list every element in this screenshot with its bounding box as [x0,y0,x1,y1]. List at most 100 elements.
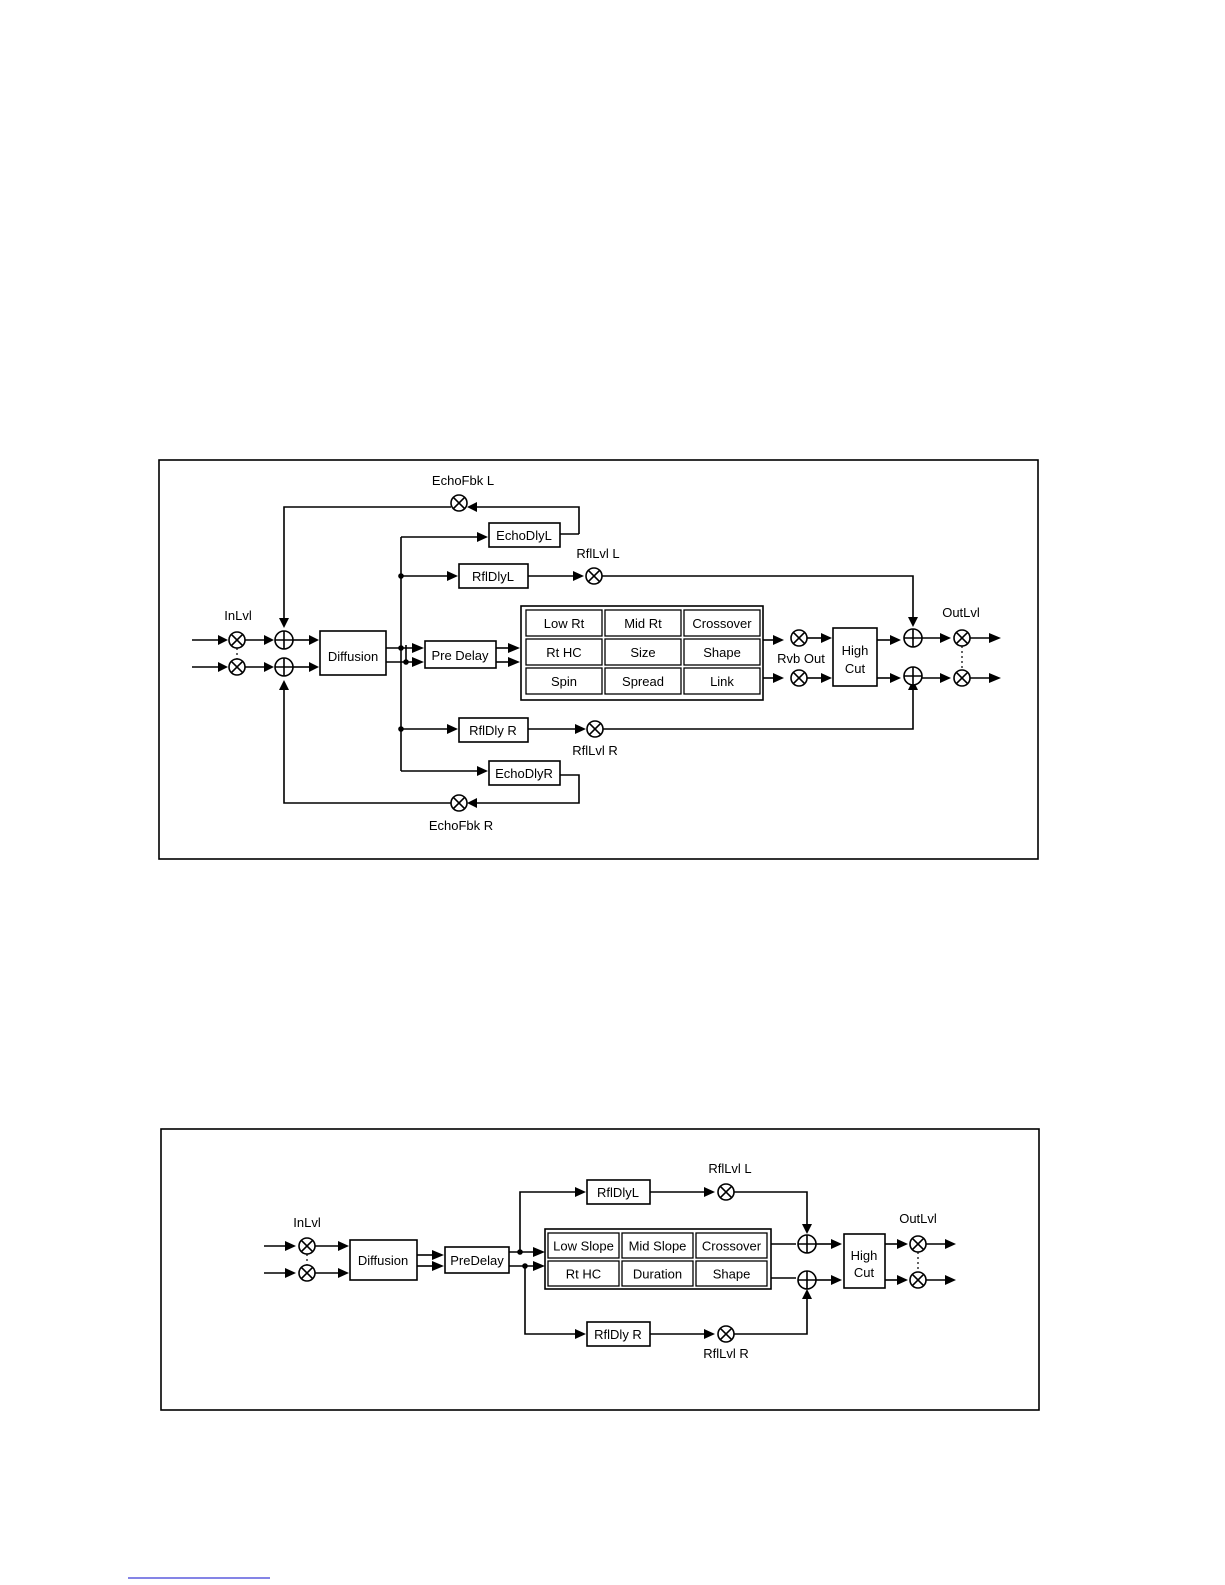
in-lvl-l-multiplier-icon [228,631,246,649]
arrow [477,532,488,542]
arrow [573,571,584,581]
pre-delay-box [424,640,497,669]
rfl-lvl-l-label-2: RflLvl L [708,1161,751,1176]
arrow [218,662,228,672]
arrow [575,1187,586,1197]
arrow [533,1261,545,1271]
diffusion-box-2 [349,1239,418,1281]
param-label: Low Rt [544,616,585,631]
arrow [432,1250,444,1260]
param-cell [683,638,761,666]
param-label: Spread [622,674,664,689]
arrow [989,633,1001,643]
sum-r-adder-icon [274,657,294,677]
high-cut-label-2-line1: High [851,1248,878,1263]
rfl-lvl-r-multiplier-icon-2 [717,1325,735,1343]
diffusion-box [319,630,387,676]
arrow [704,1187,715,1197]
in-lvl-l-multiplier-icon-2 [298,1237,316,1255]
echo-fbk-r-return-line [477,774,580,804]
param-cell [525,667,603,695]
out-lvl-label-2: OutLvl [899,1211,937,1226]
diagram-2-frame [160,1128,1040,1411]
param-cell [604,638,682,666]
arrow [218,635,228,645]
arrow [432,1261,444,1271]
high-cut-box-2 [843,1233,886,1289]
arrow [508,657,520,667]
arrow [533,1247,545,1257]
echo-dly-r-box [488,760,561,786]
echo-dly-l-box [488,522,561,548]
arrow [831,1275,842,1285]
param-2-label: Low Slope [553,1239,614,1254]
rfl-dly-r-label: RflDly R [469,723,517,738]
reverb-diagram-2: InLvl Diffusion PreDelay RflDlyL RflDly [160,1128,1040,1411]
echo-fbk-r-multiplier-icon [450,794,468,812]
out-lvl-r-multiplier-icon [953,669,971,687]
rfl-lvl-l-multiplier-icon [585,567,603,585]
arrow [945,1275,956,1285]
param-2-label: Crossover [702,1239,762,1254]
param-2-cell [547,1260,620,1287]
diagram-1-frame [158,459,1039,860]
param-2-label: Shape [713,1267,751,1282]
arrow [908,617,918,627]
param-2-cell [695,1232,768,1259]
reverb-diagram-1: EchoFbk L EchoFbk R InLvl Di [158,459,1039,860]
arrow [821,673,832,683]
arrow [309,635,319,645]
high-cut-box [832,627,878,687]
rfl-dly-r-label-2: RflDly R [594,1327,642,1342]
high-cut-label-2-line2: Cut [854,1265,875,1280]
rfl-lvl-r-label: RflLvl R [572,743,618,758]
param-2-cell [621,1260,694,1287]
arrow [989,673,1001,683]
arrow [279,680,289,690]
param-2-label: Mid Slope [629,1239,687,1254]
out-lvl-l-multiplier-icon-2 [909,1235,927,1253]
in-lvl-label-2: InLvl [293,1215,321,1230]
arrow [467,502,477,512]
in-lvl-r-multiplier-icon [228,658,246,676]
out-sum-r-adder-icon [903,666,923,686]
arrow [264,635,274,645]
param-2-label: Duration [633,1267,682,1282]
arrow [477,766,488,776]
out-lvl-label: OutLvl [942,605,980,620]
echo-fbk-l-return-line [477,506,580,534]
arrow [897,1275,908,1285]
arrow [897,1239,908,1249]
param-cell [525,609,603,637]
arrow [773,673,784,683]
out-sum-r-adder-icon-2 [797,1270,817,1290]
arrow [821,633,832,643]
out-lvl-l-multiplier-icon [953,629,971,647]
arrow [447,571,458,581]
param-cell [683,667,761,695]
out-sum-l-adder-icon-2 [797,1234,817,1254]
arrow [802,1289,812,1299]
arrow [264,662,274,672]
rfl-dly-l-label-2: RflDlyL [597,1185,639,1200]
pre-delay-label: Pre Delay [431,648,489,663]
pre-delay-label-2: PreDelay [450,1253,504,1268]
param-label: Spin [551,674,577,689]
param-2-cell [547,1232,620,1259]
echo-fbk-r-line [283,690,451,804]
arrow [704,1329,715,1339]
arrow [285,1268,296,1278]
param-label: Link [710,674,734,689]
echo-fbk-l-multiplier-icon [450,494,468,512]
echo-fbk-r-label: EchoFbk R [429,818,493,833]
diffusion-label: Diffusion [328,649,378,664]
rfl-dly-l-box-2 [586,1179,651,1205]
rfl-dly-l-label: RflDlyL [472,569,514,584]
arrow [945,1239,956,1249]
arrow [940,673,951,683]
arrow [285,1241,296,1251]
rfl-lvl-l-multiplier-icon-2 [717,1183,735,1201]
